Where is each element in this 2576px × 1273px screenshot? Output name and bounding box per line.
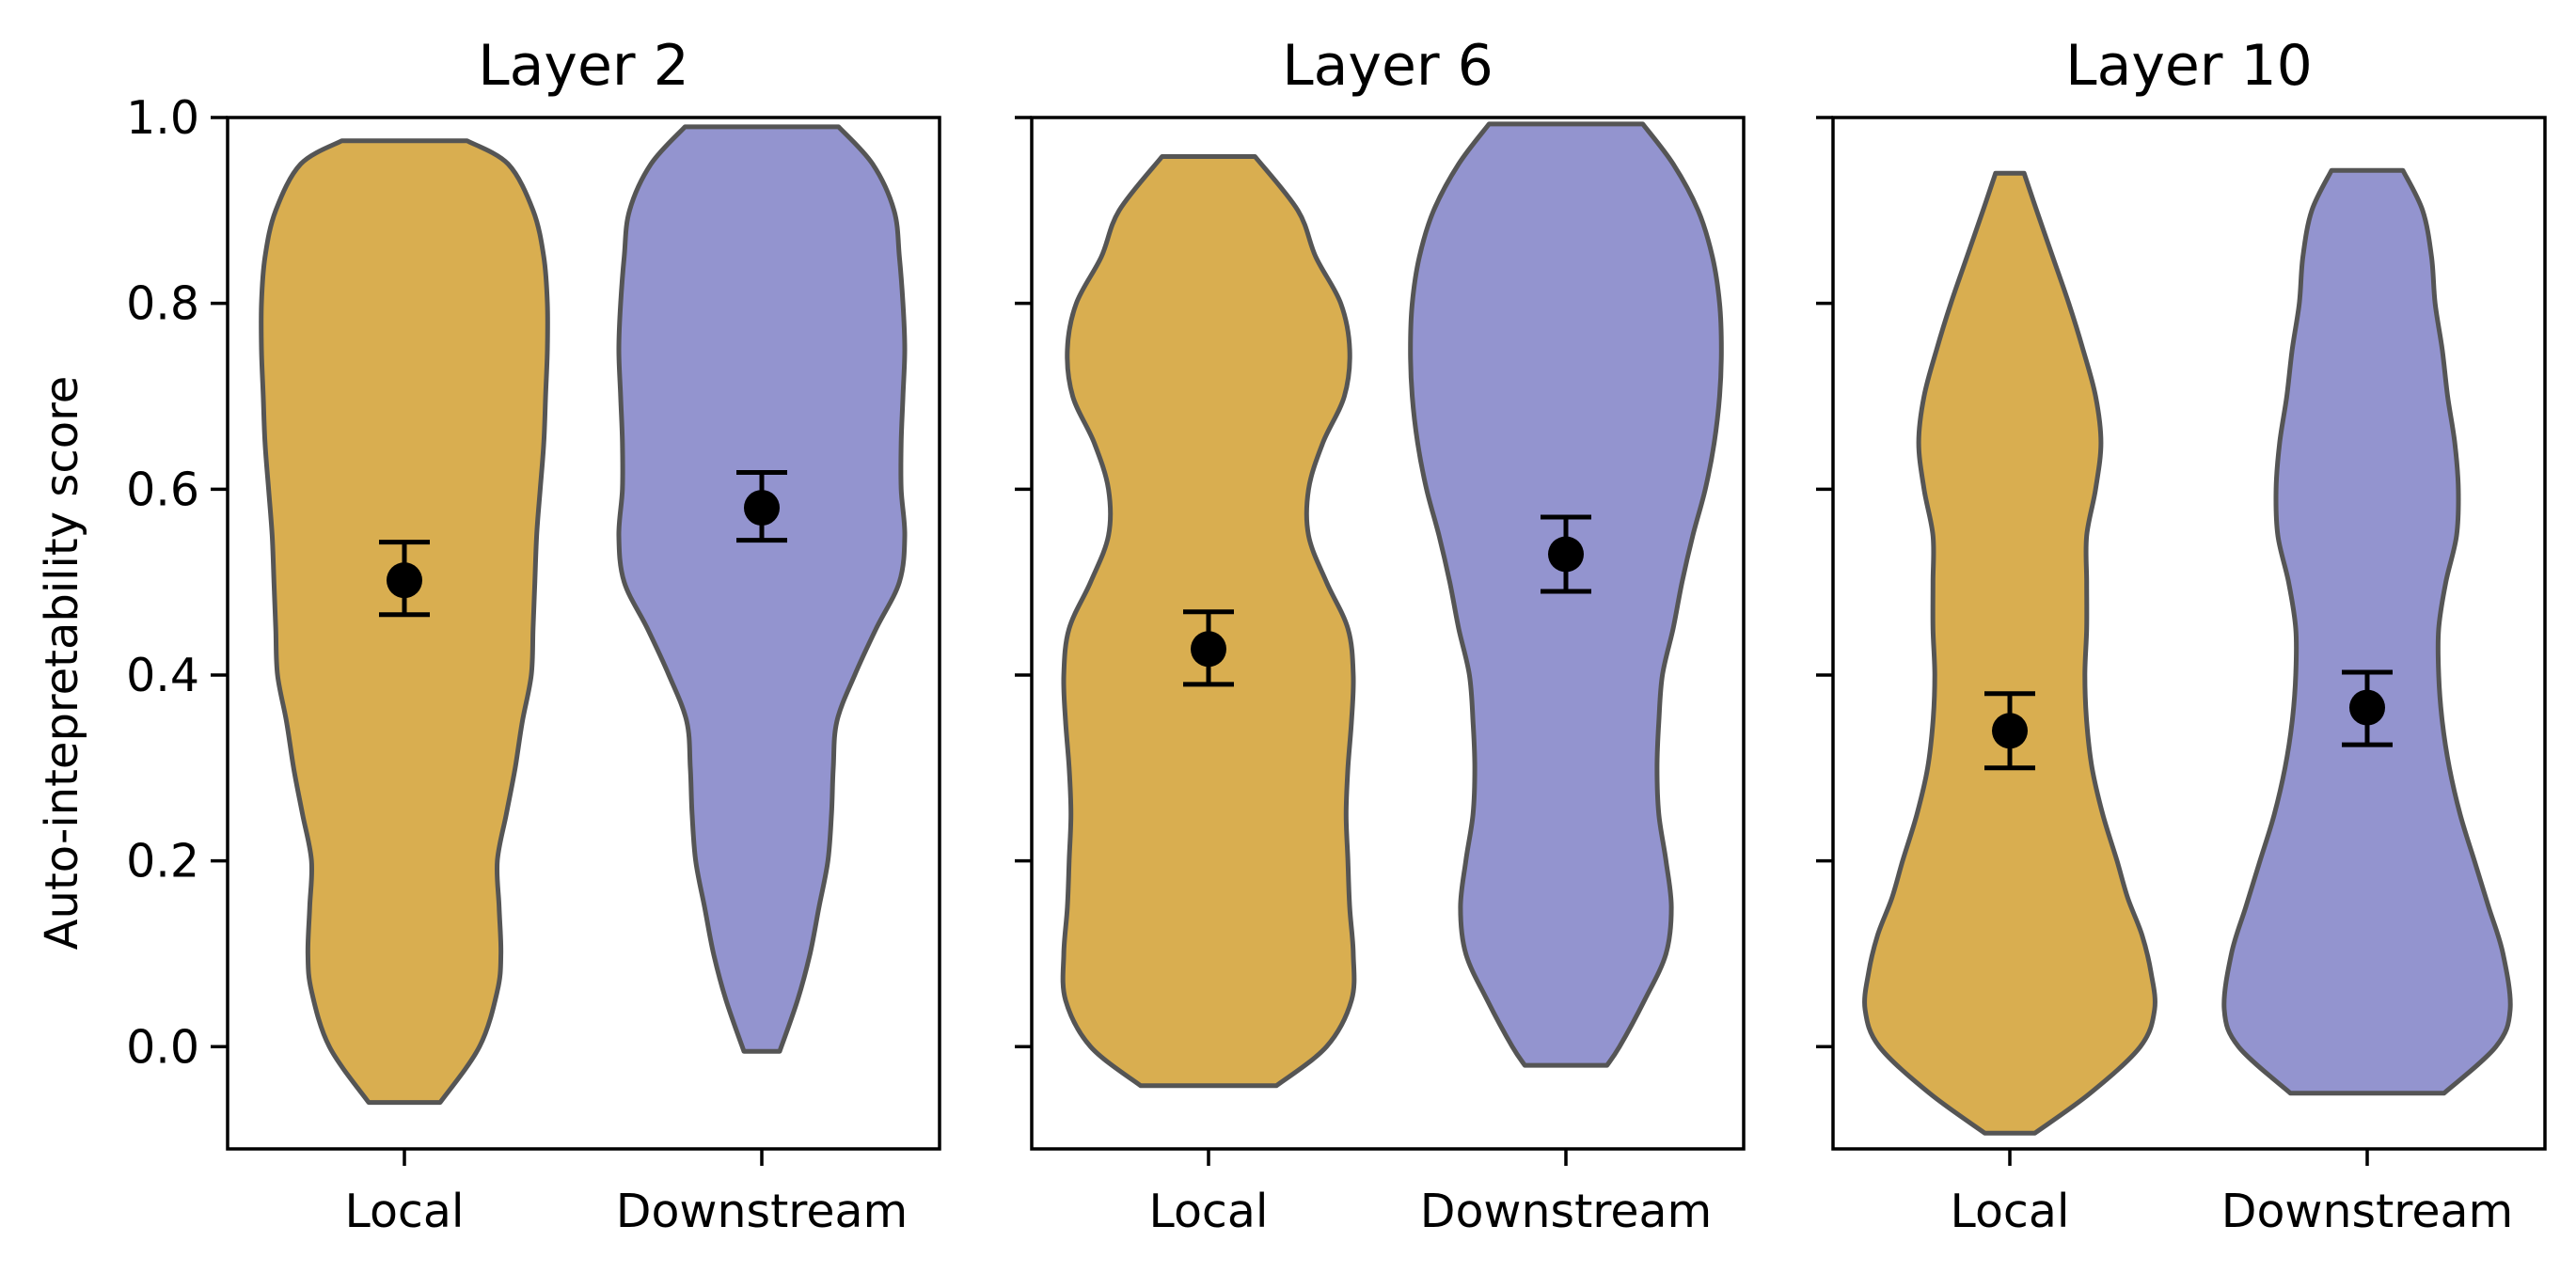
y-tick-label: 0.6 xyxy=(126,463,199,516)
mean-marker xyxy=(387,562,422,599)
x-tick-label: Downstream xyxy=(1420,1185,1713,1238)
mean-marker xyxy=(1548,536,1584,573)
y-tick-label: 0.2 xyxy=(126,835,199,888)
mean-marker xyxy=(2349,689,2385,726)
y-tick-label: 0.8 xyxy=(126,277,199,331)
violin-downstream xyxy=(2221,167,2513,1096)
y-axis-label: Auto-intepretability score xyxy=(36,376,88,951)
panel-title: Layer 2 xyxy=(478,33,689,99)
plot-frame xyxy=(1831,116,2547,1151)
x-tick-label: Downstream xyxy=(2221,1185,2514,1238)
x-tick-label: Downstream xyxy=(616,1185,909,1238)
plot-frame xyxy=(1030,116,1746,1151)
x-tick-label: Local xyxy=(1149,1185,1269,1238)
mean-marker xyxy=(1992,713,2028,749)
x-tick-label: Local xyxy=(1951,1185,2070,1238)
panel-title: Layer 6 xyxy=(1282,33,1493,99)
y-tick-label: 1.0 xyxy=(126,91,199,145)
mean-marker xyxy=(744,490,780,526)
y-tick-label: 0.4 xyxy=(126,649,199,702)
y-tick-label: 0.0 xyxy=(126,1020,199,1074)
violin-local xyxy=(1862,170,2157,1136)
mean-marker xyxy=(1191,631,1226,668)
panel-3: Layer 10 Local Downstream xyxy=(1816,33,2547,1238)
plot-frame xyxy=(226,116,941,1151)
violin-downstream xyxy=(1408,121,1724,1068)
x-tick-label: Local xyxy=(345,1185,465,1238)
violin-downstream xyxy=(616,124,908,1054)
panel-title: Layer 10 xyxy=(2065,33,2313,99)
panel-2: Layer 6 Local Downstream xyxy=(1015,33,1746,1238)
violin-local xyxy=(259,138,550,1106)
